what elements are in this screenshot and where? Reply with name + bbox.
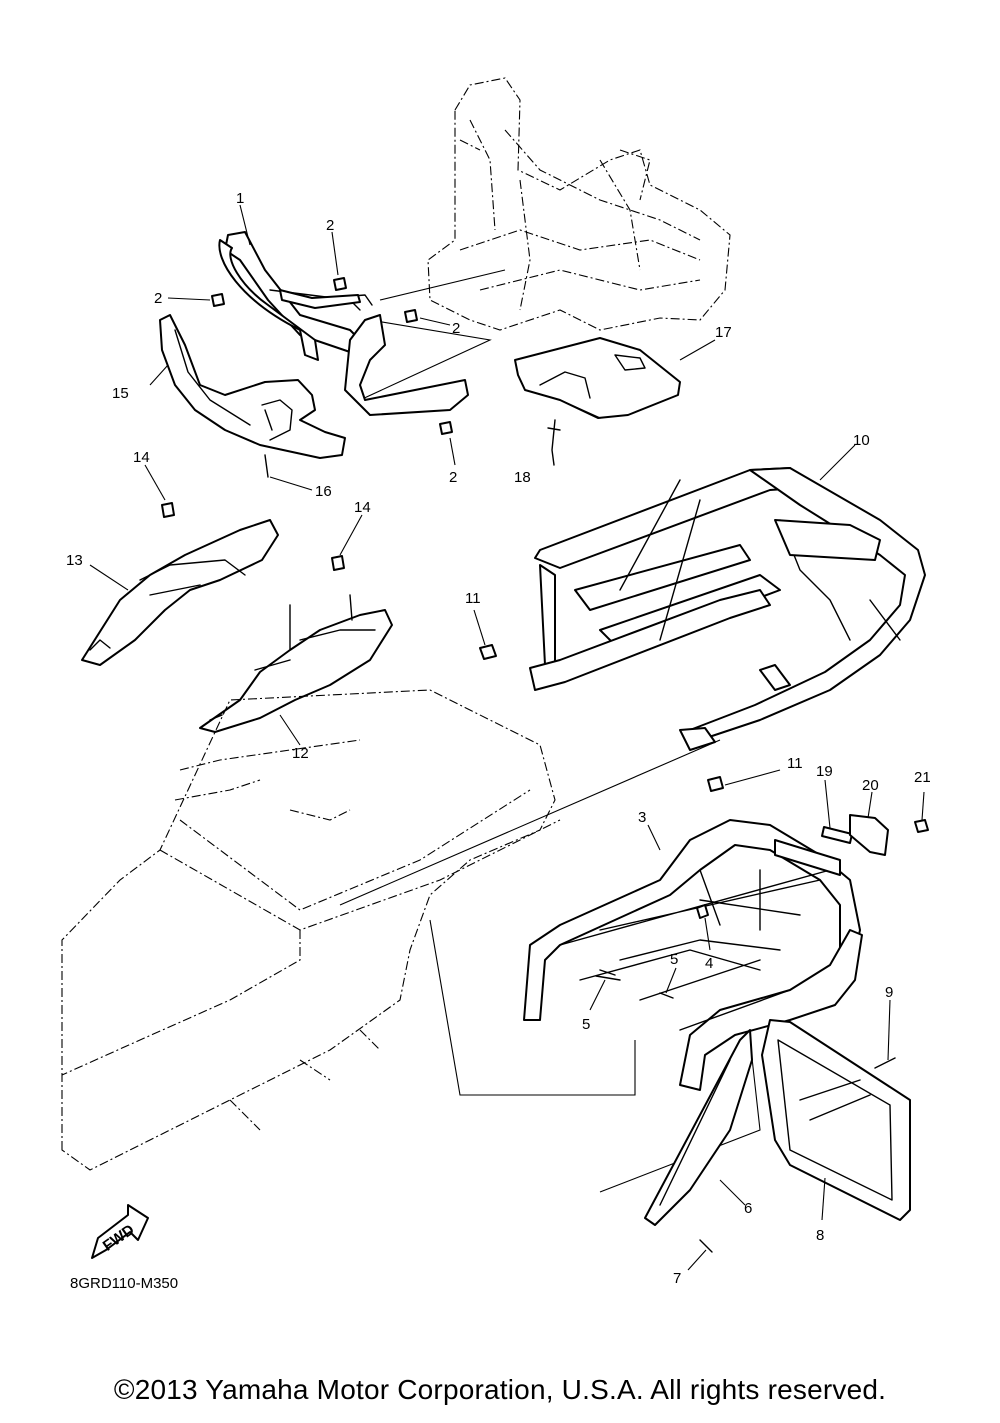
callout-7: 7: [673, 1270, 681, 1287]
callout-2d: 2: [449, 469, 457, 486]
rivet-18: [547, 419, 561, 466]
callout-5b: 5: [670, 951, 678, 968]
bolt-2a: [333, 277, 347, 291]
callout-11b: 11: [787, 755, 803, 772]
side-cover-15: [159, 314, 346, 459]
callout-4: 4: [705, 955, 713, 972]
bolt-4: [696, 904, 709, 919]
callout-20: 20: [862, 777, 879, 794]
leader-body-rack: [339, 739, 721, 1096]
bolt-14b: [331, 555, 345, 571]
bolt-21: [914, 819, 929, 833]
guard-6: [644, 1029, 753, 1226]
rack-3: [523, 819, 863, 1091]
callout-17: 17: [715, 324, 732, 341]
callout-11a: 11: [465, 590, 481, 607]
bolt-2c: [404, 309, 418, 323]
clips-9-7: [699, 1057, 896, 1253]
side-cover-13: [81, 519, 279, 666]
bracket-20: [849, 814, 889, 856]
callout-21: 21: [914, 769, 931, 786]
bolt-11a: [479, 644, 497, 660]
reference-frame-outline: [427, 77, 731, 331]
panel-17: [514, 337, 681, 419]
bolt-2d: [439, 421, 453, 435]
part-code: 8GRD110-M350: [70, 1275, 178, 1292]
callout-13: 13: [66, 552, 83, 569]
fwd-arrow: FWD: [91, 1204, 149, 1259]
callout-2a: 2: [326, 217, 334, 234]
callout-14a: 14: [133, 449, 150, 466]
callout-10: 10: [853, 432, 870, 449]
callout-2b: 2: [154, 290, 162, 307]
callout-8: 8: [816, 1227, 824, 1244]
callout-15: 15: [112, 385, 129, 402]
copyright-notice: ©2013 Yamaha Motor Corporation, U.S.A. A…: [113, 1374, 887, 1405]
leader-rack-guard: [599, 1039, 761, 1193]
callout-3: 3: [638, 809, 646, 826]
callout-18: 18: [514, 469, 531, 486]
side-cover-12: [199, 594, 393, 733]
screw-16: [264, 454, 269, 478]
fasteners: [161, 277, 929, 1253]
callout-14b: 14: [354, 499, 371, 516]
callout-9: 9: [885, 984, 893, 1001]
callout-19: 19: [816, 763, 833, 780]
callouts: 1 2 2 2 2 17 15 16 18 10 14 14 13 11 11 …: [66, 190, 931, 1287]
machine-body-outline: [61, 689, 561, 1171]
cargo-rack-10: [529, 467, 926, 751]
callout-12: 12: [292, 745, 309, 762]
front-bumper-bar: [218, 231, 469, 416]
callout-6: 6: [744, 1200, 752, 1217]
plate-19: [821, 826, 853, 844]
callout-16: 16: [315, 483, 332, 500]
callout-1: 1: [236, 190, 244, 207]
leader-frame-bumper: [359, 269, 506, 401]
clips-5: [595, 969, 674, 999]
bolt-11b: [707, 776, 724, 792]
bolt-14a: [161, 502, 175, 518]
callout-5a: 5: [582, 1016, 590, 1033]
tailgate-8: [761, 1019, 911, 1221]
bolt-2b: [211, 293, 225, 307]
callout-2c: 2: [452, 320, 460, 337]
